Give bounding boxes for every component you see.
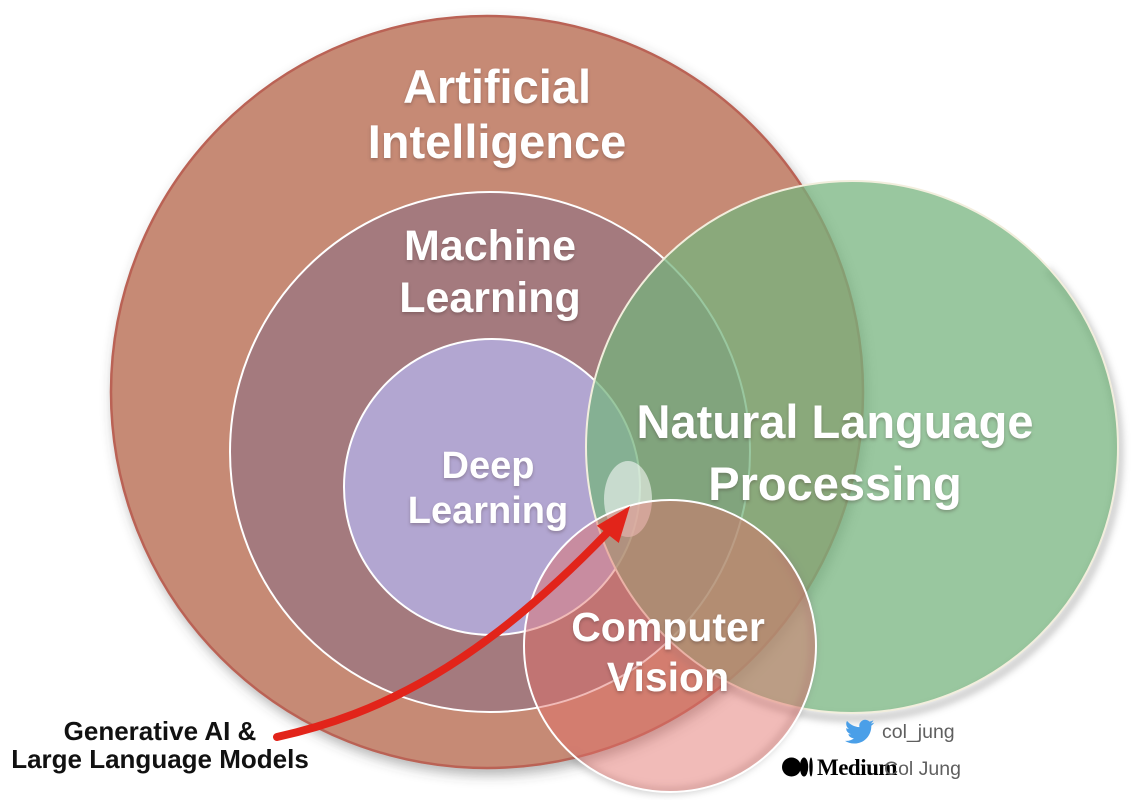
genai-arrow <box>273 506 630 741</box>
cv-label-line2: Vision <box>607 654 729 700</box>
cv-circle <box>523 499 817 793</box>
genai-arrow-head <box>596 506 630 543</box>
ai-label-line2: Intelligence <box>368 115 627 168</box>
medium-logo-icon <box>782 757 813 777</box>
ai-label-line1: Artificial <box>403 60 591 113</box>
twitter-icon <box>845 719 875 744</box>
dl-label-line2: Learning <box>408 490 568 532</box>
attribution: col_jung Medium Col Jung <box>782 719 961 780</box>
cv-label-line1: Computer <box>571 604 765 650</box>
nlp-label-line1: Natural Language <box>637 395 1034 448</box>
medium-author: Col Jung <box>884 758 961 780</box>
ml-label-line1: Machine <box>404 222 576 270</box>
dl-label-line1: Deep <box>442 445 535 487</box>
medium-wordmark: Medium <box>817 755 897 780</box>
genai-annotation-line1: Generative AI & <box>64 716 257 746</box>
nlp-circle <box>585 180 1119 714</box>
twitter-handle: col_jung <box>882 721 955 743</box>
nlp-label-line2: Processing <box>708 457 961 510</box>
ml-label-line2: Learning <box>399 274 581 322</box>
genai-arrow-shaft <box>273 528 612 741</box>
genai-annotation-line2: Large Language Models <box>11 744 309 774</box>
